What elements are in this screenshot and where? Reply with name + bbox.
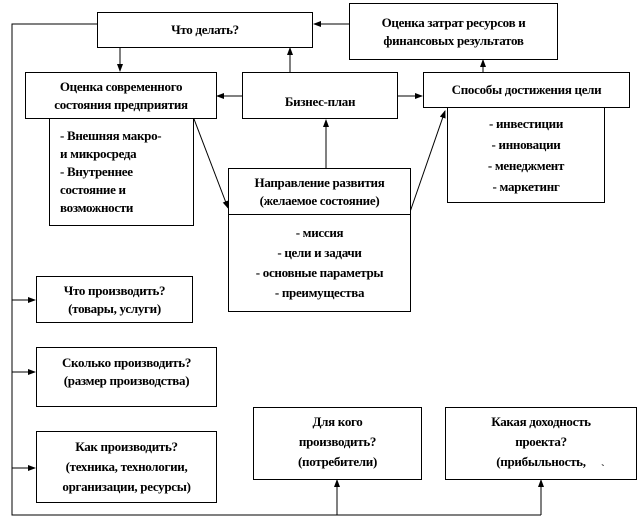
business-plan-box: Бизнес-план [242, 72, 398, 119]
list-item: - основные параметры [255, 265, 384, 280]
list-item: возможности [60, 200, 134, 215]
left-feedback-line [11, 23, 541, 516]
for-whom-line: Для кого [312, 414, 363, 429]
what-to-do-label: Что делать? [171, 22, 239, 37]
how-much-box: Сколько производить? (размер производств… [36, 347, 217, 407]
current-state-items-box: - Внешняя макро- и микросреда - Внутренн… [49, 118, 194, 226]
current-state-line: Оценка современного [59, 78, 183, 94]
list-item: - инновации [491, 137, 561, 152]
list-item: состояние и [60, 182, 126, 197]
what-to-do-box: Что делать? [97, 12, 313, 48]
direction-line: (желаемое состояние) [259, 192, 380, 208]
what-produce-box: Что производить? (товары, услуги) [36, 276, 193, 323]
how-much-line: Сколько производить? [61, 355, 192, 370]
cost-assessment-line: финансовых результатов [383, 32, 524, 48]
profitability-box: Какая доходность проекта? (прибыльность,… [445, 407, 637, 480]
ways-items-box: - инвестиции - инновации - менеджмент - … [447, 106, 605, 203]
list-item: - Внешняя макро- [60, 128, 162, 143]
profitability-stray-mark: ` [601, 463, 605, 475]
profitability-line: (прибыльность, [496, 454, 586, 469]
list-item: - преимущества [274, 285, 365, 300]
for-whom-box: Для кого производить? (потребители) [253, 407, 422, 480]
for-whom-line: производить? [298, 434, 377, 449]
business-plan-label: Бизнес-план [284, 93, 356, 109]
ways-label: Способы достижения цели [451, 82, 602, 97]
list-item: - Внутреннее [60, 164, 133, 179]
arrow-direction-to-ways [409, 110, 446, 213]
list-item: - миссия [295, 225, 344, 240]
list-item: - маркетинг [492, 179, 560, 194]
direction-box: Направление развития (желаемое состояние… [228, 168, 411, 215]
current-state-box: Оценка современного состояния предприяти… [25, 72, 217, 119]
list-item: - инвестиции [488, 116, 564, 131]
cost-assessment-box: Оценка затрат ресурсов и финансовых резу… [349, 3, 558, 60]
list-item: и микросреда [60, 146, 137, 161]
for-whom-line: (потребители) [297, 454, 378, 469]
how-much-line: (размер производства) [63, 373, 190, 388]
cost-assessment-line: Оценка затрат ресурсов и [381, 14, 526, 30]
current-state-line: состояния предприятия [54, 96, 188, 112]
ways-box: Способы достижения цели [423, 72, 630, 108]
how-produce-line: Как производить? [75, 439, 178, 454]
profitability-line: проекта? [515, 434, 567, 449]
profitability-line: Какая доходность [491, 414, 591, 429]
what-produce-line: (товары, услуги) [68, 300, 161, 316]
list-item: - цели и задачи [277, 245, 362, 260]
direction-line: Направление развития [254, 174, 385, 190]
how-produce-line: (техника, технологии, [65, 459, 188, 474]
how-produce-line: организации, ресурсы) [62, 479, 191, 494]
arrow-current-to-direction [193, 118, 229, 209]
what-produce-line: Что производить? [63, 282, 166, 298]
list-item: - менеджмент [487, 158, 565, 173]
how-produce-box: Как производить? (техника, технологии, о… [36, 431, 217, 503]
direction-items-box: - миссия - цели и задачи - основные пара… [228, 214, 411, 312]
